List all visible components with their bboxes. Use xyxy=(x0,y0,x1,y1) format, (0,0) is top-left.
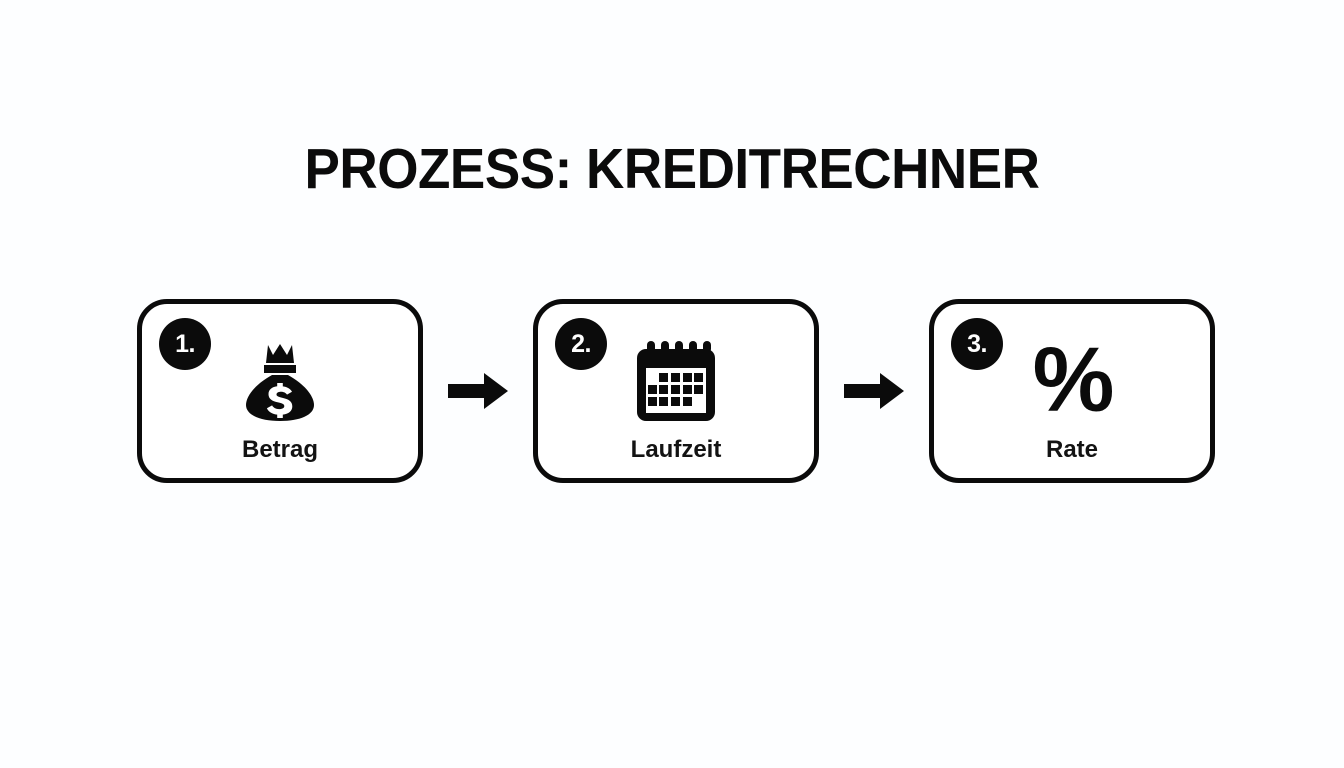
page-title: PROZESS: KREDITRECHNER xyxy=(304,137,1040,201)
step-label: Betrag xyxy=(241,436,319,463)
money-bag-icon xyxy=(242,342,318,421)
arrow-right-icon xyxy=(843,369,905,413)
step-label: Laufzeit xyxy=(630,436,722,463)
process-step-card-1[interactable]: 1. Betrag xyxy=(137,299,423,483)
process-flow: 1. Betrag 2 xyxy=(137,298,1215,484)
process-step-card-2[interactable]: 2. xyxy=(533,299,819,483)
step-label: Rate xyxy=(1045,436,1099,463)
arrow-right-icon xyxy=(447,369,509,413)
process-step-card-3[interactable]: 3. % Rate xyxy=(929,299,1215,483)
step-number-badge: 3. xyxy=(951,318,1003,370)
step-number-badge: 2. xyxy=(555,318,607,370)
percent-icon: % xyxy=(1032,329,1115,432)
calendar-icon xyxy=(633,341,719,421)
percent-glyph: % xyxy=(1032,329,1115,432)
step-number-badge: 1. xyxy=(159,318,211,370)
